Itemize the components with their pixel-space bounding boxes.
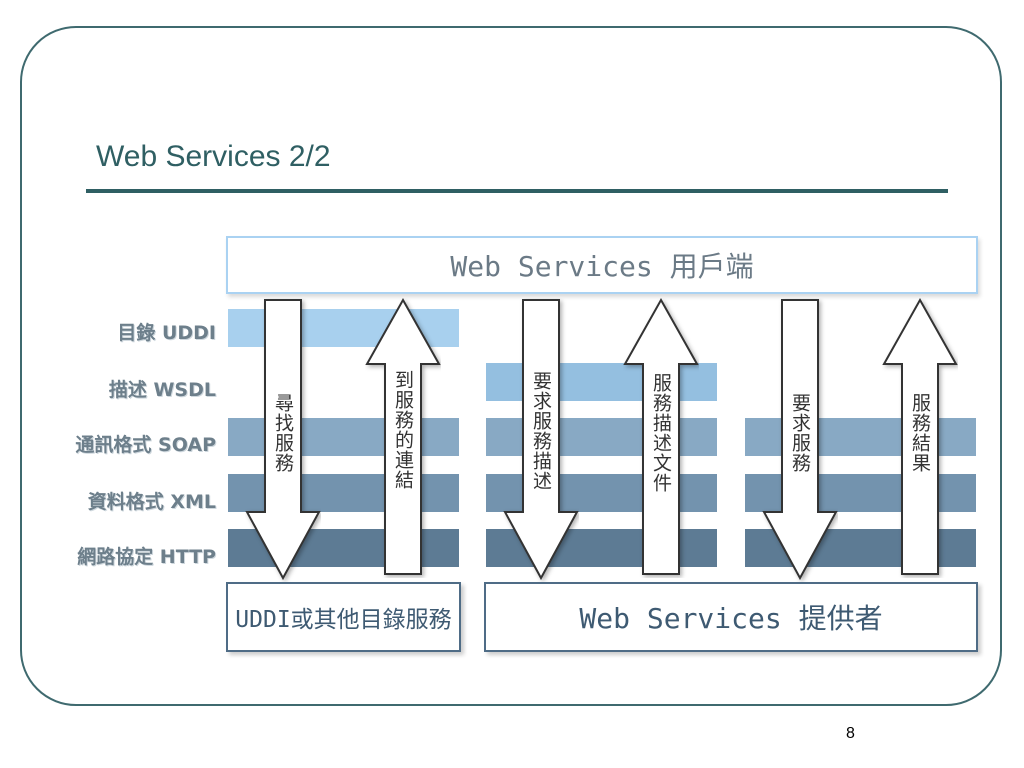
arrow-text-request-service: 要求服務	[789, 393, 811, 473]
layer-label-wsdl: 描述 WSDL	[108, 379, 216, 401]
slide-title: Web Services 2/2	[96, 140, 331, 173]
layer-label-xml: 資料格式 XML	[87, 491, 216, 513]
arrow-text-service-link: 到服務的連結	[392, 370, 414, 490]
layer-label-soap: 通訊格式 SOAP	[75, 434, 216, 456]
arrow-down-find-service	[245, 299, 321, 581]
slide-frame	[20, 26, 1002, 706]
client-box: Web Services 用戶端	[226, 236, 978, 294]
arrow-up-service-link	[365, 298, 441, 575]
arrow-text-request-description: 要求服務描述	[530, 371, 552, 491]
layer-label-http: 網路協定 HTTP	[77, 546, 216, 568]
arrow-up-service-result	[882, 298, 958, 575]
arrow-text-description-document: 服務描述文件	[650, 373, 672, 493]
arrow-text-service-result: 服務結果	[909, 393, 931, 473]
arrow-text-find-service: 尋找服務	[272, 393, 294, 473]
provider-box: Web Services 提供者	[484, 582, 978, 652]
page-number: 8	[846, 725, 855, 742]
arrow-down-request-service	[762, 299, 838, 581]
registry-box: UDDI或其他目錄服務	[226, 582, 461, 652]
arrow-up-description-document	[623, 298, 699, 575]
arrow-down-request-description	[503, 299, 579, 581]
title-divider	[86, 189, 948, 193]
layer-label-uddi: 目錄 UDDI	[117, 322, 216, 344]
